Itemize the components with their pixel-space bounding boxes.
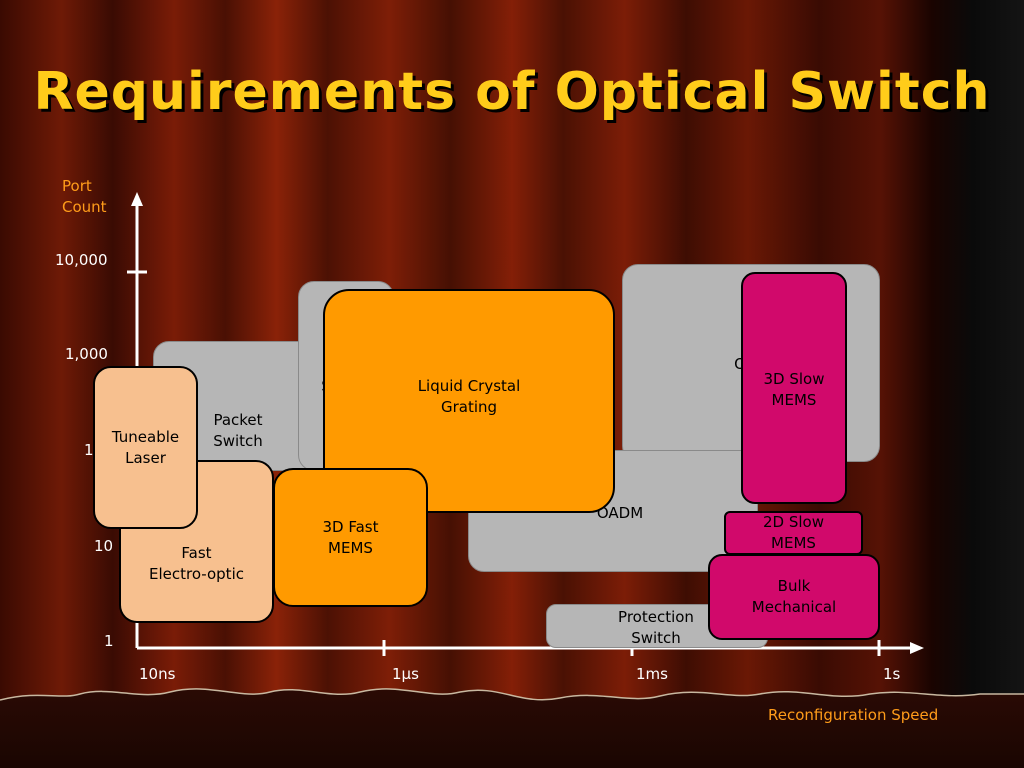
oxc-region-label: O <box>734 355 746 373</box>
fast-3d-mems-label-1: 3D Fast <box>322 517 379 536</box>
y-tick-label: 10,000 <box>55 251 108 269</box>
fast-3d-mems-region: 3D Fast MEMS <box>273 468 428 607</box>
fast-eo-label-2: Electro-optic <box>149 564 244 583</box>
bulk-mechanical-label-1: Bulk <box>777 577 811 595</box>
x-tick-label: 10ns <box>139 665 176 683</box>
oadm-label: OADM <box>596 504 644 522</box>
tuneable-laser-label-2: Laser <box>125 448 166 467</box>
x-tick-label: 1s <box>883 665 901 683</box>
slow-2d-mems-label-2: MEMS <box>771 534 816 552</box>
y-axis-title-line1: Port <box>62 177 92 195</box>
y-tick-label: 1,000 <box>65 345 108 363</box>
liquid-crystal-label-1: Liquid Crystal <box>417 377 521 395</box>
x-axis-title: Reconfiguration Speed <box>768 706 939 724</box>
slow-3d-mems-label-1: 3D Slow <box>763 370 825 388</box>
x-tick-label: 1ms <box>636 665 668 683</box>
fast-eo-label-1: Fast <box>181 543 212 562</box>
bulk-mechanical-label-2: Mechanical <box>751 598 837 616</box>
y-axis-title-line2: Count <box>62 198 107 216</box>
slow-3d-mems-region: 3D Slow MEMS <box>741 272 847 504</box>
x-tick-label: 1µs <box>392 665 419 683</box>
y-tick-label: 1 <box>84 441 94 459</box>
fast-3d-mems-label-2: MEMS <box>328 538 373 557</box>
y-tick-label: 10 <box>94 537 114 555</box>
packet-switch-label: Packet Switch <box>213 411 263 450</box>
liquid-crystal-label-2: Grating <box>440 398 498 416</box>
slide-title: Requirements of Optical Switch <box>33 62 991 122</box>
tuneable-laser-label-1: Tuneable <box>111 427 180 446</box>
tuneable-laser-region: Tuneable Laser <box>93 366 198 529</box>
slow-2d-mems-region: 2D Slow MEMS <box>724 511 863 555</box>
y-tick-label: 1 <box>104 632 114 650</box>
protection-switch-label: Protection Switch <box>618 608 694 647</box>
slow-3d-mems-label-2: MEMS <box>771 391 817 409</box>
slow-2d-mems-label-1: 2D Slow <box>763 513 824 531</box>
bulk-mechanical-region: Bulk Mechanical <box>708 554 880 640</box>
